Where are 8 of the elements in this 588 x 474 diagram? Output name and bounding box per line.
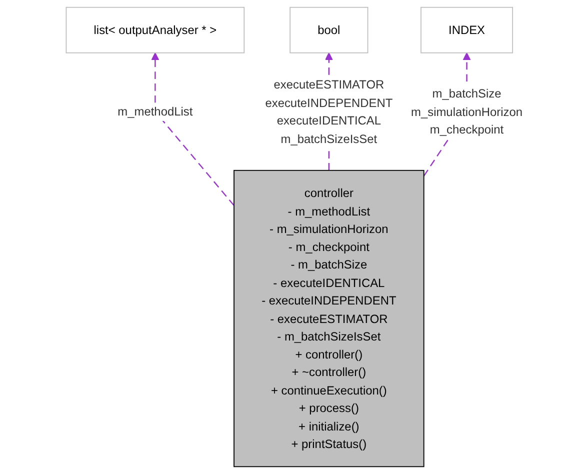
edge-label: executeESTIMATOR executeINDEPENDENT executeIDENTICAL m_batchSizeIsSet [264, 78, 392, 146]
node-box: INDEX [420, 6, 513, 54]
node-box: bool [289, 6, 368, 54]
arrow [150, 52, 234, 206]
node-box: list< outputAnalyser * > [65, 6, 244, 54]
edge-label: m_batchSize m_simulationHorizon m_checkpoint [410, 86, 522, 136]
edge-label: m_methodList [117, 104, 192, 118]
node-box: controller - m_methodList - m_simulationHorizon - m_checkpoint - m_batchSize - executeIDENTICAL - executeINDEPENDENT - executeESTIMATOR - m_batchSizeIsSet + controller() + ~controller() + continueExecution() + process() + initialize() + printStatus() [233, 170, 424, 468]
